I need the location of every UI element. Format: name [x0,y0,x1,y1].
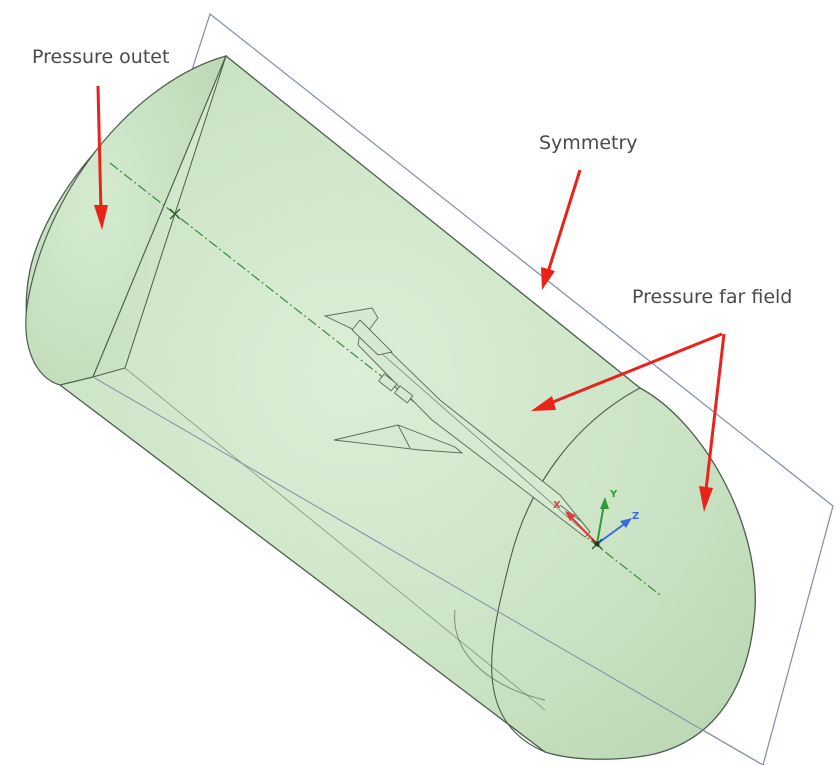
outlet-strip-edge [124,367,546,711]
axis-y-label: Y [609,489,618,500]
aircraft-horizontal-tail [351,319,393,356]
symmetry-plane-front [92,376,764,765]
axis-y-arrowhead [600,497,609,509]
outlet-arrow-shaft [96,85,103,213]
aircraft-wing [333,424,464,454]
pressure-outlet-label: Pressure outet [32,46,170,68]
far-field-arrow-1-head [531,396,556,411]
far-field-arrow-1-shaft [547,332,723,406]
far-field-cylinder [25,55,756,760]
annotation-arrows [94,85,726,512]
axis-triad: X Y Z [553,489,639,550]
far-field-arrow-2-shaft [704,333,726,491]
axis-y-line [596,503,605,545]
axis-z-line [596,521,628,545]
axis-x-arrowhead [565,511,576,521]
far-field-cap-inner [454,609,546,701]
aircraft-model [323,307,591,538]
axis-x-label: X [553,500,561,511]
far-field-arrow-2-head [699,486,713,512]
pressure-outlet-face [25,55,228,386]
outlet-arrowhead [94,205,108,230]
axis-z-label: Z [632,511,639,522]
axis-z-arrowhead [620,518,632,528]
centerline-marker [169,208,181,220]
far-field-cap-boundary [491,387,641,753]
aircraft-engine-1 [377,373,398,392]
outlet-wedge-strip [92,55,227,378]
symmetry-arrow-shaft [546,169,582,273]
pressure-far-field-label: Pressure far field [632,286,793,308]
symmetry-label: Symmetry [539,132,638,154]
symmetry-arrowhead [541,267,555,290]
aircraft-engine-2 [393,385,414,404]
